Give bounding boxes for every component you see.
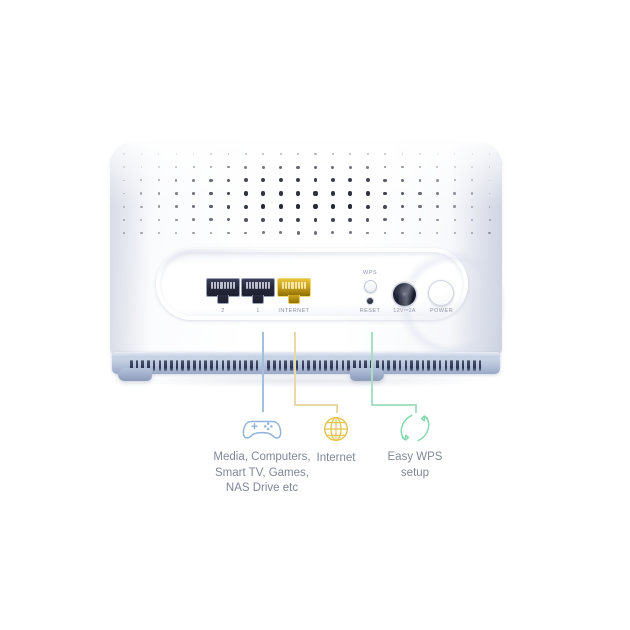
base-vent-slot	[210, 359, 213, 371]
lan-port-2[interactable]	[206, 278, 240, 304]
base-vent-slot	[164, 359, 167, 371]
base-vent-slot	[175, 359, 179, 371]
port-pins	[246, 282, 270, 289]
base-vent-slots	[130, 359, 482, 371]
base-vent-slot	[404, 359, 408, 371]
base-vent-slot	[335, 359, 339, 371]
lan-port-2-label: 2	[221, 308, 225, 314]
base-vent-slot	[244, 359, 247, 371]
base-vent-slot	[227, 359, 230, 371]
base-vent-slot	[135, 359, 139, 371]
base-vent-slot	[170, 359, 173, 371]
power-button-label: POWER	[429, 308, 454, 314]
base-vent-slot	[381, 359, 385, 371]
base-vent-slot	[232, 359, 236, 371]
base-vent-slot	[152, 359, 156, 371]
router-foot-right	[350, 368, 384, 381]
base-vent-slot	[307, 359, 310, 371]
dc-jack-center-pin	[402, 292, 407, 297]
base-vent-slot	[141, 359, 145, 371]
base-vent-slot	[353, 359, 356, 371]
port-clip-slot	[252, 295, 264, 304]
globe-icon	[321, 414, 351, 449]
wps-button-label: WPS	[362, 270, 378, 276]
router-foot-left	[118, 368, 152, 381]
internet-wan-port[interactable]	[277, 278, 311, 304]
base-vent-slot	[461, 359, 465, 371]
base-vent-slot	[198, 359, 202, 371]
body-left-shading	[110, 143, 150, 355]
base-vent-slot	[427, 359, 430, 371]
internet-wan-port-label: INTERNET	[278, 308, 310, 314]
base-vent-slot	[301, 359, 305, 371]
port-clip-slot	[217, 295, 229, 304]
base-vent-slot	[375, 359, 379, 371]
port-clip-slot	[288, 295, 300, 304]
wps-sync-arrows-icon	[397, 412, 433, 449]
body-right-shading	[450, 143, 502, 355]
base-vent-slot	[181, 359, 185, 371]
base-vent-slot	[455, 359, 459, 371]
lan-port-1-label: 1	[256, 308, 260, 314]
base-vent-slot	[433, 359, 436, 371]
base-vent-slot	[130, 359, 133, 371]
base-vent-slot	[267, 359, 270, 371]
gamepad-icon	[241, 412, 283, 449]
base-vent-slot	[393, 359, 396, 371]
base-highlight	[112, 352, 500, 357]
base-vent-slot	[415, 359, 419, 371]
base-vent-slot	[284, 359, 287, 371]
reset-pinhole-button[interactable]	[367, 298, 373, 304]
base-vent-slot	[295, 359, 299, 371]
base-vent-slot	[250, 359, 253, 371]
callout-wps-caption: Easy WPS setup	[387, 451, 443, 479]
base-vent-slot	[192, 359, 196, 371]
base-vent-slot	[410, 359, 413, 371]
router-contact-shadow	[120, 376, 492, 388]
power-input-rating-label: 12V⎓2A	[393, 308, 416, 314]
base-vent-slot	[450, 359, 453, 371]
base-vent-slot	[215, 359, 219, 371]
reset-label: RESET	[359, 308, 381, 314]
base-vent-slot	[318, 359, 322, 371]
base-vent-slot	[221, 359, 225, 371]
port-pins	[282, 282, 306, 289]
base-vent-slot	[478, 359, 482, 371]
base-vent-slot	[278, 359, 282, 371]
base-vent-slot	[398, 359, 402, 371]
callout-lan-caption: Media, Computers, Smart TV, Games, NAS D…	[213, 451, 311, 494]
base-vent-slot	[330, 359, 333, 371]
base-vent-slot	[272, 359, 276, 371]
base-vent-slot	[341, 359, 345, 371]
base-vent-slot	[438, 359, 442, 371]
base-vent-slot	[147, 359, 150, 371]
wps-button[interactable]	[364, 280, 377, 293]
base-vent-slot	[421, 359, 425, 371]
base-vent-slot	[290, 359, 293, 371]
router-base-vent-band	[112, 352, 500, 374]
power-button[interactable]	[428, 280, 454, 306]
base-vent-slot	[255, 359, 259, 371]
base-vent-slot	[187, 359, 190, 371]
dc-power-jack[interactable]	[393, 283, 416, 306]
base-vent-slot	[473, 359, 476, 371]
base-vent-slot	[467, 359, 470, 371]
lan-port-1[interactable]	[241, 278, 275, 304]
base-vent-slot	[238, 359, 242, 371]
base-vent-slot	[364, 359, 368, 371]
base-vent-slot	[347, 359, 350, 371]
base-vent-slot	[387, 359, 390, 371]
base-vent-slot	[358, 359, 362, 371]
port-shell	[206, 278, 240, 297]
port-pins	[211, 282, 235, 289]
base-vent-slot	[204, 359, 207, 371]
base-vent-slot	[313, 359, 316, 371]
base-vent-slot	[324, 359, 328, 371]
callout-internet-caption: Internet	[316, 452, 356, 464]
base-vent-slot	[444, 359, 448, 371]
base-vent-slot	[158, 359, 162, 371]
